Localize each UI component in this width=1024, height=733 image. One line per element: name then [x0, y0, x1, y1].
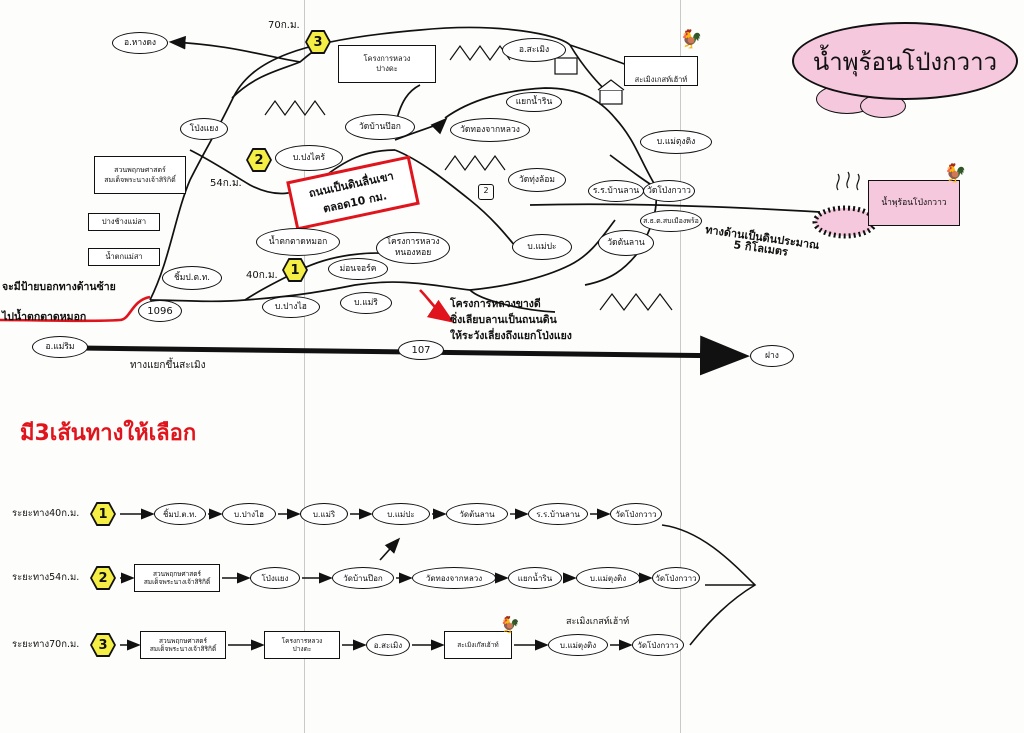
place-school-ban-lan: ร.ร.บ้านลาน: [588, 180, 644, 202]
place-ban-pang-khrai: บ.ปงไคร้: [275, 145, 343, 171]
route-stop: โป่งแยง: [250, 567, 300, 589]
route-stop: โครงการหลวง ปางดะ: [264, 631, 340, 659]
place-wat-thung-loi: วัดทุ่งล้อม: [508, 168, 566, 192]
place-fang: ฝาง: [750, 345, 794, 367]
place-royal-project-pangda: โครงการหลวง ปางดะ: [338, 45, 436, 83]
route-option-number: 1: [90, 502, 116, 526]
place-yaek-nam-rin: แยกน้ำริน: [506, 92, 562, 112]
options-heading: มี3เส้นทางให้เลือก: [20, 421, 197, 446]
place-hot-spring-box: น้ำพุร้อนโป่งกวาว: [868, 180, 960, 226]
route-stop: วัดทองจากหลวง: [412, 567, 496, 589]
road-107: 107: [398, 340, 444, 360]
route-stop: บ.แม่ปะ: [372, 503, 430, 525]
route-3-marker: 3: [305, 30, 331, 54]
map-title: น้ำพุร้อนโป่งกวาว: [792, 22, 1018, 100]
place-ban-pong-hai: บ.ปางไฮ: [262, 296, 320, 318]
route-option-label: ระยะทาง40ก.ม.: [12, 508, 80, 519]
place-wat-thong-krak-luang: วัดทองจากหลวง: [450, 118, 530, 142]
distance-40-label: 40ก.ม.: [246, 270, 278, 281]
route-stop: วัดบ้านป๊อก: [332, 567, 394, 589]
rooster-icon: 🐓: [680, 29, 703, 50]
note-waterfall-sign: จะมีป้ายบอกทางด้านซ้าย ไปน้ำตกตาดหมอก: [2, 281, 116, 323]
route-1-marker: 1: [282, 258, 308, 282]
place-royal-project-nong-hoi: โครงการหลวง หนองหอย: [376, 232, 450, 264]
place-ban-mae-tung-ting: บ.แม่ตุงติง: [640, 130, 712, 154]
route-stop: วัดโป่งกวาว: [652, 567, 700, 589]
place-samoeng-guesthouse: สะเมิงเกสท์เฮ้าท์: [624, 56, 698, 86]
distance-54-label: 54ก.ม.: [210, 178, 242, 189]
route-stop: ชิ้มป.ต.ท.: [154, 503, 206, 525]
route-stop: ร.ร.บ้านลาน: [528, 503, 588, 525]
route-stop: บ.แม่ตุงติง: [576, 567, 640, 589]
place-ban-mae-pa: บ.แม่ปะ: [512, 234, 572, 260]
route-2-marker: 2: [246, 148, 272, 172]
place-wat-ban-pok: วัดบ้านป๊อก: [345, 114, 415, 140]
note-royal-project-road: โครงการหลวงขางดี ซิ่งเลียบลานเป็นถนนดิน …: [450, 298, 572, 342]
place-hang-dong: อ.หางดง: [112, 32, 168, 54]
place-health-center: ส.ธ.ต.สบเมืองพร้อ: [640, 210, 702, 232]
route-stop: สะเมิงเก๊สเฮ้าท์: [444, 631, 512, 659]
place-wat-ton-lan: วัดต้นลาน: [598, 230, 654, 256]
place-pong-yaeng: โป่งแยง: [180, 118, 228, 140]
rooster-icon: 🐓: [944, 163, 967, 184]
place-botanic-garden: สวนพฤกษศาสตร์ สมเด็จพระนางเจ้าสิริกิติ์: [94, 156, 186, 194]
place-ban-mae-ri: บ.แม่ริ: [340, 292, 392, 314]
junction-2-marker: 2: [478, 184, 494, 200]
paper-fold: [304, 0, 305, 733]
road-1096: 1096: [138, 300, 182, 322]
distance-70-label: 70ก.ม.: [268, 20, 300, 31]
place-mon-jam: ม่อนจอร์ค: [328, 258, 388, 280]
route-option-label: ระยะทาง70ก.ม.: [12, 639, 80, 650]
place-wat-pong-kwao: วัดโป่งกวาว: [643, 180, 695, 202]
place-elephant-camp: ปางช้างแม่สา: [88, 213, 160, 231]
route-stop: บ.แม่ตุงติง: [548, 634, 608, 656]
route-stop: แยกน้ำริน: [508, 567, 562, 589]
route-stop: สวนพฤกษศาสตร์ สมเด็จพระนางเจ้าสิริกิติ์: [134, 564, 220, 592]
place-mae-sa-waterfall: น้ำตกแม่สา: [88, 248, 160, 266]
route-caption: สะเมิงเกสท์เฮ้าท์: [566, 617, 630, 627]
route-option-label: ระยะทาง54ก.ม.: [12, 572, 80, 583]
place-samoeng: อ.สะเมิง: [502, 38, 566, 62]
samoeng-junction-label: ทางแยกขึ้นสะเมิง: [130, 360, 206, 371]
rooster-icon: 🐓: [500, 615, 520, 634]
route-stop: บ.แม่ริ: [300, 503, 348, 525]
route-option-number: 3: [90, 633, 116, 657]
paper-fold: [680, 0, 681, 733]
place-mae-rim: อ.แม่ริม: [32, 336, 88, 358]
route-option-number: 2: [90, 566, 116, 590]
place-checkpoint: ชิ้มป.ต.ท.: [162, 266, 222, 290]
route-stop: อ.สะเมิง: [366, 634, 410, 656]
route-stop: วัดโป่งกวาว: [632, 634, 684, 656]
route-stop: วัดต้นลาน: [446, 503, 508, 525]
route-stop: บ.ปางไฮ: [222, 503, 276, 525]
route-stop: สวนพฤกษศาสตร์ สมเด็จพระนางเจ้าสิริกิติ์: [140, 631, 226, 659]
route-stop: วัดโป่งกวาว: [610, 503, 662, 525]
place-nam-tok-tat-mok: น้ำตกตาดหมอก: [256, 228, 340, 256]
